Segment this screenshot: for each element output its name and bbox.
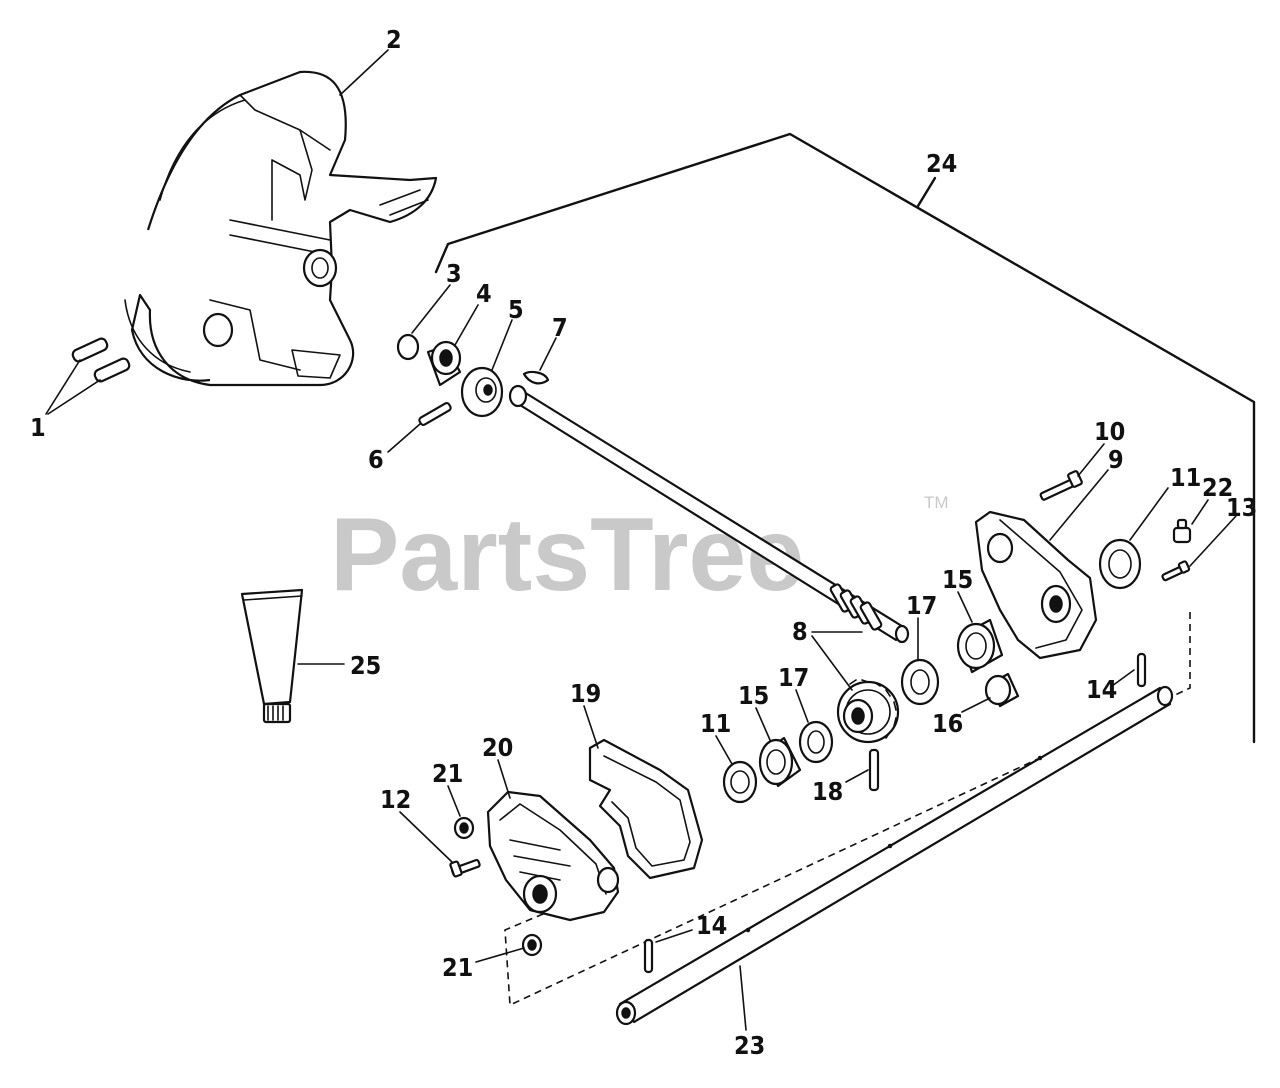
label-11b: 11	[700, 709, 731, 738]
shear-pin-part	[418, 402, 452, 426]
leader-21a	[447, 785, 461, 817]
gear-case-half-right-part	[974, 510, 1098, 660]
bushing-part	[426, 340, 462, 387]
leader-3	[411, 284, 451, 334]
thrust-washer-part-a	[900, 658, 940, 706]
bolt-part-12	[449, 858, 481, 878]
label-5: 5	[508, 295, 524, 324]
label-11a: 11	[1170, 463, 1201, 492]
leader-20	[497, 759, 511, 799]
gear-case-half-left-part	[486, 790, 620, 922]
oil-seal-part-a	[1098, 538, 1142, 590]
leader-17b	[795, 689, 809, 723]
shaft-bushing-part	[984, 672, 1020, 708]
label-1: 1	[30, 413, 46, 442]
label-19: 19	[570, 679, 601, 708]
flange-bushing-part-b	[758, 736, 802, 788]
label-21b: 21	[442, 953, 473, 982]
label-18: 18	[812, 777, 843, 806]
leader-1a	[45, 359, 81, 415]
label-12: 12	[380, 785, 411, 814]
oil-seal-part-b	[722, 760, 758, 804]
label-24: 24	[926, 149, 957, 178]
leader-4	[454, 304, 479, 346]
label-16: 16	[932, 709, 963, 738]
thrust-washer-part-b	[798, 720, 834, 764]
leader-1b	[47, 379, 101, 415]
bolt-part-10	[1039, 470, 1083, 501]
auger-housing-part	[124, 70, 438, 387]
label-10: 10	[1094, 417, 1125, 446]
label-8: 8	[792, 617, 808, 646]
dashed-assembly-outline	[504, 612, 1191, 1007]
gasket-part	[588, 738, 704, 880]
label-20: 20	[482, 733, 513, 762]
snap-ring-part	[396, 333, 420, 361]
leader-6	[387, 423, 421, 453]
leader-10	[1077, 443, 1105, 477]
label-25: 25	[350, 651, 381, 680]
label-4: 4	[476, 279, 492, 308]
leader-15b	[755, 707, 771, 741]
assembly-bracket-24	[434, 132, 1256, 744]
leader-15a	[957, 591, 973, 623]
leader-12	[399, 811, 453, 863]
label-15a: 15	[942, 565, 973, 594]
label-17b: 17	[778, 663, 809, 692]
label-23: 23	[734, 1031, 765, 1060]
grease-tube-part	[240, 588, 304, 724]
leader-11a	[1129, 487, 1169, 541]
label-3: 3	[446, 259, 462, 288]
watermark-text: PartsTree	[330, 497, 804, 613]
leader-14a	[1111, 669, 1135, 687]
leader-22	[1191, 499, 1209, 525]
vent-plug-part	[1172, 518, 1192, 544]
leader-2	[339, 49, 389, 96]
flange-bushing-part-a	[956, 618, 1004, 674]
label-7: 7	[552, 313, 568, 342]
label-14b: 14	[696, 911, 727, 940]
leader-7	[539, 337, 557, 371]
nut-part-b	[521, 933, 543, 957]
leader-9	[1049, 469, 1109, 541]
label-13: 13	[1226, 493, 1257, 522]
screw-part-13	[1161, 560, 1191, 582]
leader-8b	[811, 635, 853, 691]
pins-part	[71, 337, 131, 383]
leader-13	[1189, 515, 1237, 567]
roll-pin-part-a	[1136, 652, 1147, 688]
label-2: 2	[386, 25, 402, 54]
leader-23	[739, 965, 747, 1031]
leader-11b	[715, 735, 733, 765]
label-14a: 14	[1086, 675, 1117, 704]
label-15b: 15	[738, 681, 769, 710]
label-22: 22	[1202, 473, 1233, 502]
auger-shaft-part	[615, 685, 1174, 1026]
leader-5	[491, 319, 513, 371]
label-17a: 17	[906, 591, 937, 620]
leader-14b	[655, 929, 693, 943]
bearing-part	[460, 366, 504, 418]
leader-18	[845, 769, 869, 783]
watermark-trademark: TM	[924, 493, 949, 512]
label-9: 9	[1108, 445, 1124, 474]
worm-gear-part	[836, 679, 900, 744]
label-21a: 21	[432, 759, 463, 788]
leader-19	[583, 705, 599, 749]
woodruff-key-part	[522, 370, 550, 385]
nut-part-a	[453, 816, 475, 840]
roll-pin-part-b	[643, 938, 654, 974]
worm-shaft-part	[508, 384, 910, 644]
gear-pin-part	[868, 748, 880, 792]
leader-16	[961, 697, 991, 713]
label-6: 6	[368, 445, 384, 474]
leader-21b	[475, 947, 525, 963]
